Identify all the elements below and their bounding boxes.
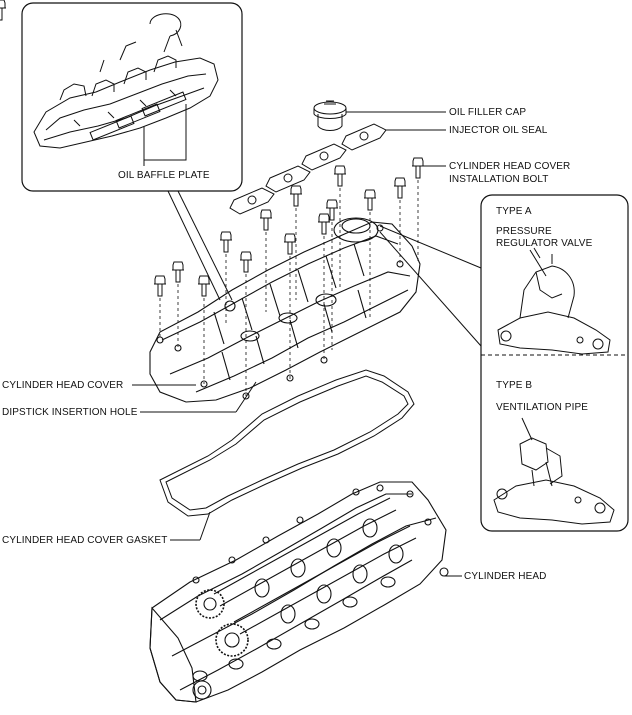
cylinder-head-cover-gasket-part: [159, 369, 415, 517]
dipstick-insertion-hole-label: DIPSTICK INSERTION HOLE: [2, 407, 138, 418]
pressure-regulator-valve-label-line2: REGULATOR VALVE: [496, 238, 593, 249]
cylinder-head-cover-label: CYLINDER HEAD COVER: [2, 380, 124, 391]
installation-bolts: [0, 0, 446, 297]
inset-oil-baffle-plate: [21, 2, 243, 192]
oil-filler-cap-part: [313, 100, 446, 131]
pressure-regulator-valve-label-line1: PRESSURE: [496, 226, 552, 237]
cylinder-head-cover-part: [149, 217, 421, 403]
ventilation-pipe-label: VENTILATION PIPE: [496, 402, 588, 413]
cylinder-head-cover-bolt-label-line1: CYLINDER HEAD COVER: [449, 161, 571, 172]
type-b-label: TYPE B: [496, 380, 533, 391]
injector-oil-seal-label: INJECTOR OIL SEAL: [449, 125, 548, 136]
cylinder-head-cover-bolt-label-line2: INSTALLATION BOLT: [449, 174, 549, 185]
cylinder-head-label: CYLINDER HEAD: [464, 571, 547, 582]
bolt-axes: [159, 180, 419, 396]
type-a-label: TYPE A: [496, 206, 532, 217]
oil-baffle-plate-label: OIL BAFFLE PLATE: [118, 170, 210, 181]
cylinder-head-cover-gasket-label: CYLINDER HEAD COVER GASKET: [2, 535, 168, 546]
cylinder-head-part: [149, 481, 449, 703]
inset-type-a-b: [480, 194, 629, 532]
injector-oil-seals: [229, 123, 446, 215]
oil-filler-cap-label: OIL FILLER CAP: [449, 107, 527, 118]
